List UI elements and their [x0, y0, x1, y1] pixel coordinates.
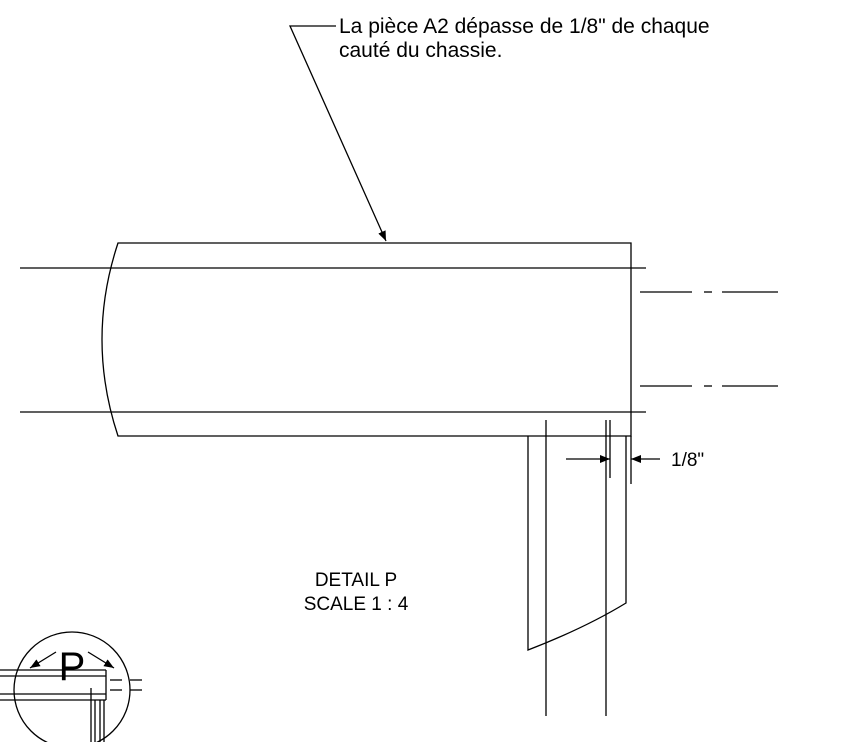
detail-marker-label: P — [59, 645, 86, 689]
note-leader-line — [288, 25, 387, 242]
note-line-1: La pièce A2 dépasse de 1/8" de chaque — [339, 15, 710, 38]
note-line-2: cauté du chassie. — [339, 39, 502, 62]
detail-marker-arrow-right — [87, 651, 115, 669]
detail-scale: SCALE 1 : 4 — [304, 594, 409, 615]
detail-title: DETAIL P — [315, 570, 397, 591]
detail-marker-arrow-left — [29, 651, 57, 669]
dimension-label: 1/8" — [671, 450, 704, 471]
frame-member-outline — [527, 436, 627, 651]
tube-outline — [101, 242, 632, 437]
